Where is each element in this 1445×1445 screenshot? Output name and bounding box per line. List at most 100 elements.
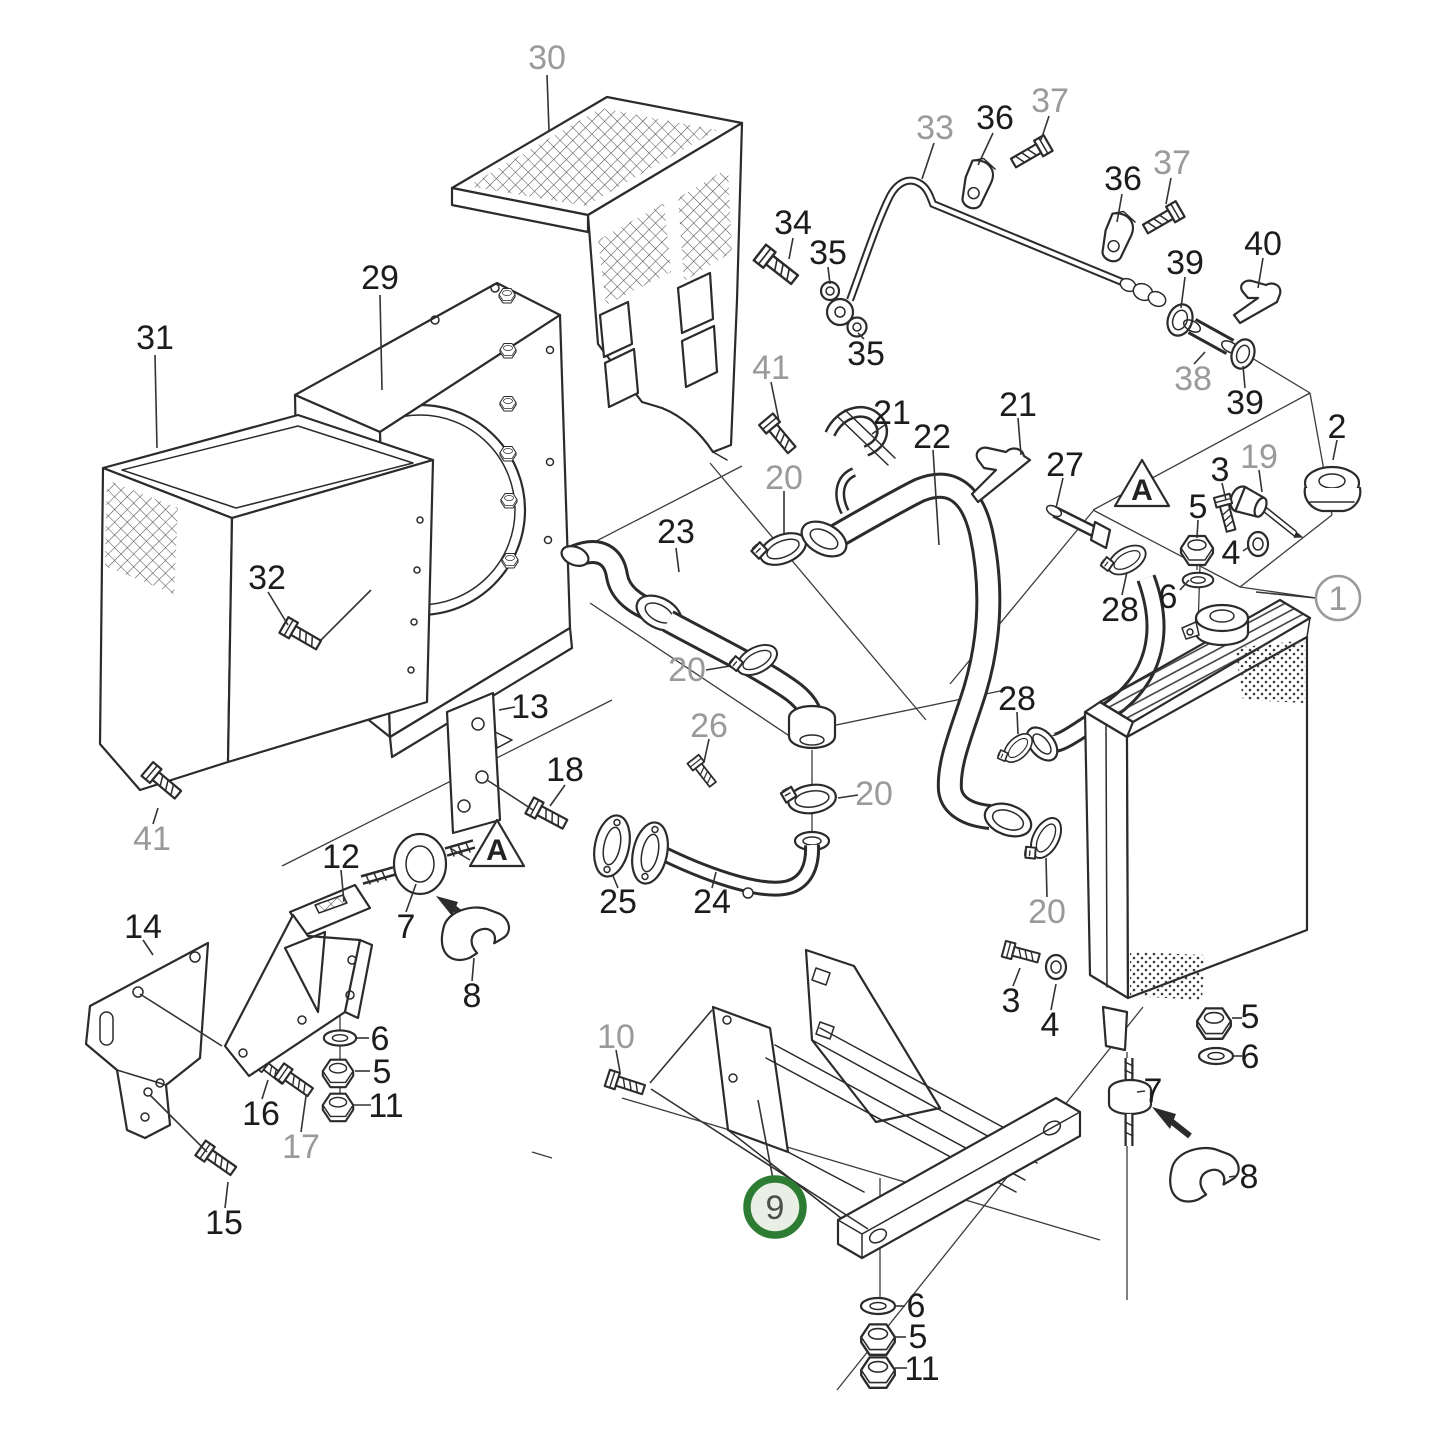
part-number-label[interactable]: 2 [1328, 408, 1347, 446]
highlight-ring[interactable] [743, 1175, 807, 1239]
part-callout-14-41[interactable]: 14 [124, 908, 162, 946]
part-number-label[interactable]: 11 [368, 1087, 403, 1125]
part-callout-5-53[interactable]: 5 [1241, 998, 1260, 1036]
part-number-label[interactable]: 30 [528, 39, 566, 77]
part-number-label[interactable]: 39 [1166, 244, 1204, 282]
part-number-label[interactable]: 13 [511, 688, 549, 726]
part-callout-10-50[interactable]: 10 [597, 1018, 635, 1056]
part-callout-18-35[interactable]: 18 [546, 751, 584, 789]
part-callout-33-5[interactable]: 33 [916, 109, 954, 147]
part-number-label[interactable]: 6 [1159, 578, 1178, 616]
part-callout-6-59[interactable]: 6 [907, 1287, 926, 1325]
part-number-label[interactable]: 6 [1241, 1038, 1260, 1076]
part-number-label[interactable]: 8 [1240, 1158, 1259, 1196]
part-number-label[interactable]: 7 [397, 908, 416, 946]
part-callout-19-21[interactable]: 19 [1240, 438, 1278, 476]
part-callout-17-52[interactable]: 17 [282, 1128, 320, 1166]
part-callout-23-25[interactable]: 23 [657, 513, 695, 551]
part-number-label[interactable]: 5 [1189, 488, 1208, 526]
part-callout-30-0[interactable]: 30 [528, 39, 566, 77]
part-number-label[interactable]: 18 [546, 751, 584, 789]
part-callout-20-31[interactable]: 20 [668, 651, 706, 689]
part-callout-35-12[interactable]: 35 [847, 335, 885, 373]
part-number-label[interactable]: 31 [136, 319, 174, 357]
part-callout-37-4[interactable]: 37 [1031, 82, 1069, 120]
part-number-label[interactable]: 4 [1222, 534, 1241, 572]
part-callout-16-51[interactable]: 16 [242, 1095, 280, 1133]
part-callout-41-37[interactable]: 41 [133, 820, 171, 858]
part-callout-11-49[interactable]: 11 [368, 1087, 403, 1125]
part-number-label[interactable]: 37 [1153, 144, 1191, 182]
part-number-label[interactable]: 9 [766, 1189, 785, 1227]
part-number-label[interactable]: 21 [999, 386, 1037, 424]
part-callout-25-39[interactable]: 25 [599, 883, 637, 921]
part-callout-38-13[interactable]: 38 [1174, 360, 1212, 398]
part-number-label[interactable]: 29 [361, 259, 399, 297]
part-number-label[interactable]: 26 [690, 707, 728, 745]
part-number-label[interactable]: 5 [373, 1053, 392, 1091]
part-callout-6-28[interactable]: 6 [1159, 578, 1178, 616]
part-number-label[interactable]: 37 [1031, 82, 1069, 120]
part-callout-40-11[interactable]: 40 [1244, 225, 1282, 263]
part-callout-41-15[interactable]: 41 [752, 349, 790, 387]
part-callout-28-29[interactable]: 28 [1101, 591, 1139, 629]
part-callout-27-19[interactable]: 27 [1046, 446, 1084, 484]
part-callout-5-48[interactable]: 5 [373, 1053, 392, 1091]
part-number-label[interactable]: 36 [1104, 160, 1142, 198]
part-callout-35-9[interactable]: 35 [809, 234, 847, 272]
part-callout-21-18[interactable]: 21 [999, 386, 1037, 424]
part-callout-3-45[interactable]: 3 [1002, 982, 1021, 1020]
part-number-label[interactable]: 35 [809, 234, 847, 272]
part-callout-20-43[interactable]: 20 [1028, 893, 1066, 931]
part-callout-36-6[interactable]: 36 [1104, 160, 1142, 198]
part-callout-11-61[interactable]: 11 [904, 1350, 939, 1388]
part-number-label[interactable]: 19 [1240, 438, 1278, 476]
part-number-label[interactable]: 4 [1041, 1006, 1060, 1044]
part-callout-21-16[interactable]: 21 [873, 394, 911, 432]
part-callout-34-8[interactable]: 34 [774, 204, 812, 242]
part-callout-31-2[interactable]: 31 [136, 319, 174, 357]
part-number-label[interactable]: 1 [1329, 580, 1348, 618]
part-number-label[interactable]: 6 [907, 1287, 926, 1325]
part-callout-6-54[interactable]: 6 [1241, 1038, 1260, 1076]
part-number-label[interactable]: 33 [916, 109, 954, 147]
part-number-label[interactable]: 15 [205, 1204, 243, 1242]
part-callout-7-55[interactable]: 7 [1144, 1072, 1163, 1110]
part-callout-20-23[interactable]: 20 [765, 459, 803, 497]
part-callout-32-26[interactable]: 32 [248, 559, 286, 597]
part-number-label[interactable]: 5 [909, 1318, 928, 1356]
part-number-label[interactable]: 17 [282, 1128, 320, 1166]
part-number-label[interactable]: 20 [1028, 893, 1066, 931]
part-callout-28-34[interactable]: 28 [998, 680, 1036, 718]
part-callout-5-60[interactable]: 5 [909, 1318, 928, 1356]
part-number-label[interactable]: 12 [322, 838, 360, 876]
part-callout-36-3[interactable]: 36 [976, 99, 1014, 137]
part-number-label[interactable]: 7 [1144, 1072, 1163, 1110]
part-callout-2-20[interactable]: 2 [1328, 408, 1347, 446]
part-number-label[interactable]: 39 [1226, 384, 1264, 422]
part-callout-4-27[interactable]: 4 [1222, 534, 1241, 572]
part-callout-3-22[interactable]: 3 [1211, 451, 1230, 489]
part-callout-13-32[interactable]: 13 [511, 688, 549, 726]
part-number-label[interactable]: 10 [597, 1018, 635, 1056]
part-number-label[interactable]: 36 [976, 99, 1014, 137]
part-number-label[interactable]: 34 [774, 204, 812, 242]
part-number-label[interactable]: 24 [693, 883, 731, 921]
part-number-label[interactable]: 3 [1211, 451, 1230, 489]
part-number-label[interactable]: 5 [1241, 998, 1260, 1036]
part-callout-5-24[interactable]: 5 [1189, 488, 1208, 526]
part-number-label[interactable]: 3 [1002, 982, 1021, 1020]
part-number-label[interactable]: 41 [752, 349, 790, 387]
part-number-label[interactable]: 14 [124, 908, 162, 946]
ref-circle[interactable] [1314, 574, 1362, 622]
part-number-label[interactable]: 32 [248, 559, 286, 597]
part-callout-39-10[interactable]: 39 [1166, 244, 1204, 282]
part-callout-1-30[interactable]: 1 [1314, 574, 1362, 622]
part-callout-9-58[interactable]: 9 [743, 1175, 807, 1239]
part-number-label[interactable]: 35 [847, 335, 885, 373]
part-callout-20-36[interactable]: 20 [855, 775, 893, 813]
part-callout-15-56[interactable]: 15 [205, 1204, 243, 1242]
part-callout-37-7[interactable]: 37 [1153, 144, 1191, 182]
part-number-label[interactable]: 6 [371, 1020, 390, 1058]
part-number-label[interactable]: 23 [657, 513, 695, 551]
